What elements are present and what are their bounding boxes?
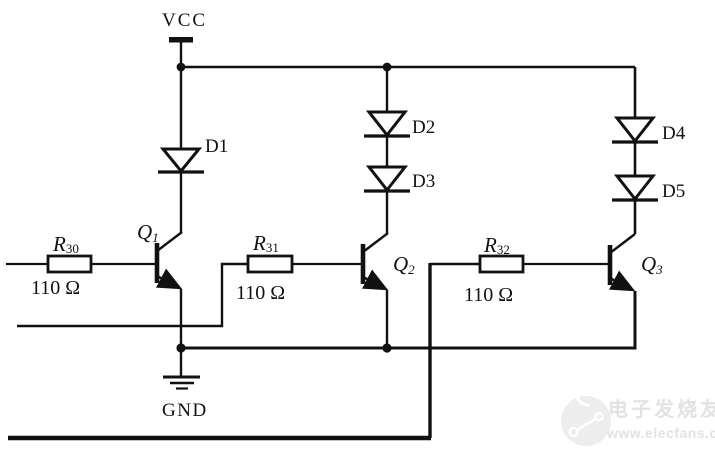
vcc-terminal-bar bbox=[169, 37, 193, 43]
transistor-q2: Q2 bbox=[360, 232, 415, 291]
diode-d5-label: D5 bbox=[662, 181, 685, 202]
watermark-logo-trace-top bbox=[575, 396, 591, 407]
watermark-logo-node-2 bbox=[594, 411, 604, 422]
q3-label-sub: 3 bbox=[655, 262, 663, 277]
resistor-r32: R32 110 Ω bbox=[8, 233, 608, 441]
r30-label: R30 bbox=[52, 232, 79, 256]
q2-collector-lead bbox=[362, 232, 389, 253]
q3-emitter-lead bbox=[608, 270, 636, 292]
diode-d4: D4 bbox=[612, 116, 686, 144]
transistor-q1: Q1 bbox=[137, 220, 183, 290]
diode-d5: D5 bbox=[612, 174, 685, 202]
watermark: 电子发烧友 www.elecfans.com bbox=[561, 396, 715, 446]
q1-label-main: Q bbox=[137, 220, 152, 244]
diode-d2-label: D2 bbox=[412, 117, 435, 138]
q2-label: Q2 bbox=[393, 252, 415, 277]
r32-label: R32 bbox=[483, 233, 510, 257]
q2-label-main: Q bbox=[393, 252, 408, 276]
r32-label-sub: 32 bbox=[497, 242, 510, 257]
r31-label-main: R bbox=[252, 231, 266, 255]
diode-d1-label: D1 bbox=[205, 136, 228, 157]
q1-label-sub: 1 bbox=[152, 230, 159, 245]
diode-d1: D1 bbox=[158, 136, 228, 174]
emitter-rail-and-ground: GND bbox=[162, 291, 637, 421]
diode-d2: D2 bbox=[364, 110, 435, 138]
r31-label: R31 bbox=[252, 231, 279, 255]
q3-collector-lead bbox=[609, 233, 636, 254]
diode-d3: D3 bbox=[364, 165, 435, 193]
diode-d5-triangle bbox=[613, 174, 657, 202]
q2-label-sub: 2 bbox=[408, 262, 415, 277]
r30-label-sub: 30 bbox=[66, 241, 79, 256]
r30-label-main: R bbox=[52, 232, 66, 256]
resistor-r31: R31 110 Ω bbox=[17, 231, 361, 328]
r31-body bbox=[246, 254, 294, 274]
diode-d2-triangle bbox=[365, 110, 409, 138]
diode-d1-triangle bbox=[159, 147, 203, 174]
diode-d3-triangle bbox=[365, 165, 409, 193]
q3-label: Q3 bbox=[641, 252, 663, 277]
diode-d4-triangle bbox=[613, 116, 657, 144]
q1-emitter-lead bbox=[155, 268, 183, 290]
r32-value: 110 Ω bbox=[464, 284, 513, 306]
diode-d4-label: D4 bbox=[662, 123, 686, 144]
r32-label-main: R bbox=[483, 233, 497, 257]
r30-body bbox=[46, 254, 93, 274]
q2-emitter-lead bbox=[361, 269, 389, 291]
stage-2: D2 D3 Q2 R31 110 Ω bbox=[17, 67, 435, 348]
gnd-symbol bbox=[163, 375, 200, 390]
r31-label-sub: 31 bbox=[266, 240, 279, 255]
stage-3: D4 D5 Q3 R32 110 Ω bbox=[8, 67, 686, 441]
q1-label: Q1 bbox=[137, 220, 159, 245]
r30-value: 110 Ω bbox=[31, 277, 80, 299]
vcc-supply: VCC bbox=[162, 10, 635, 72]
watermark-logo-trace-line bbox=[576, 416, 598, 432]
q1-collector-lead bbox=[156, 231, 183, 252]
r32-body bbox=[478, 254, 525, 274]
vcc-label: VCC bbox=[162, 10, 207, 31]
watermark-site-text: www.elecfans.com bbox=[606, 425, 715, 441]
watermark-brand-text: 电子发烧友 bbox=[608, 397, 715, 421]
watermark-logo-node-1 bbox=[568, 426, 579, 438]
gnd-label: GND bbox=[162, 400, 208, 421]
r31-value: 110 Ω bbox=[236, 282, 285, 304]
wire-input-2 bbox=[17, 262, 248, 328]
diode-d3-label: D3 bbox=[412, 171, 435, 192]
stage-1: D1 Q1 R30 110 Ω bbox=[6, 67, 228, 348]
q3-label-main: Q bbox=[641, 252, 656, 276]
resistor-r30: R30 110 Ω bbox=[6, 232, 155, 299]
transistor-q3: Q3 bbox=[607, 233, 663, 292]
